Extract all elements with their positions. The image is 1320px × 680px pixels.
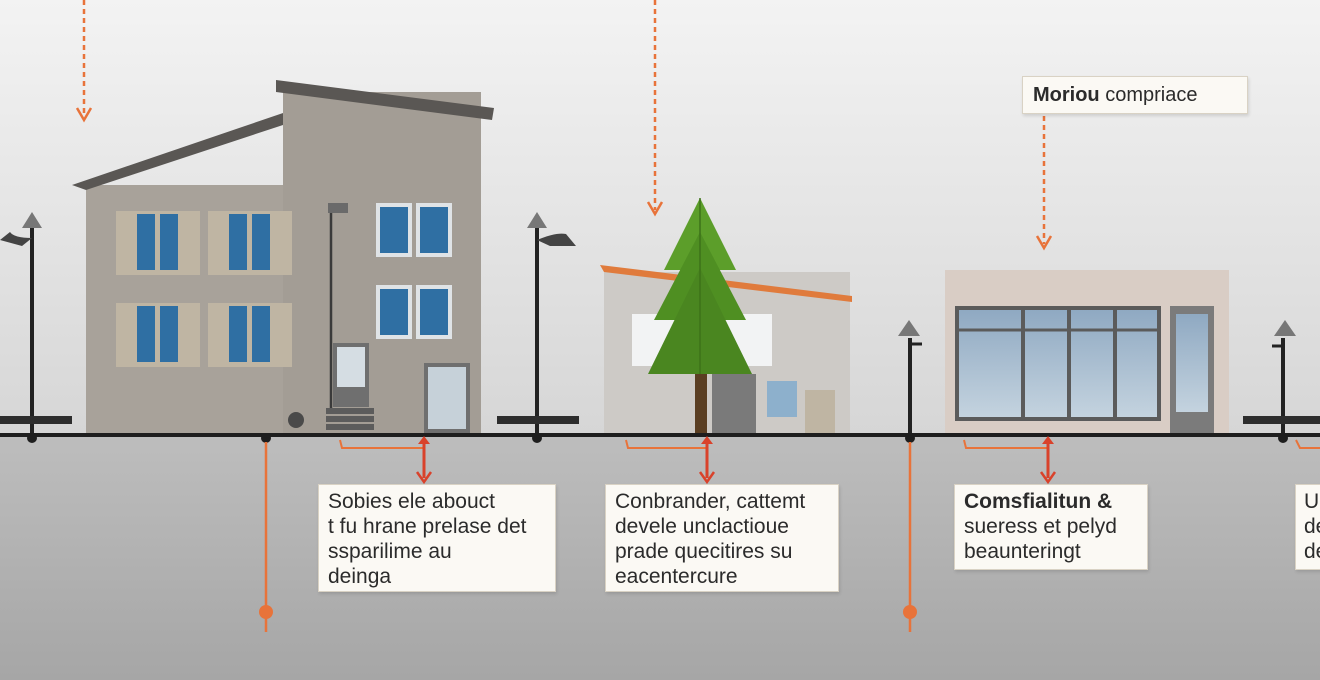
street-lamp-4 [1243, 320, 1320, 436]
callout-1-line-4: deinga [328, 565, 392, 588]
orange-probe-left [259, 442, 273, 632]
apartment-building [72, 80, 494, 433]
callout-1-line-1: Sobies ele abouct [328, 490, 495, 513]
callout-4-line-1: Ue [1304, 490, 1320, 513]
entrance-steps [326, 408, 374, 430]
callout-4-line-3: de [1304, 540, 1320, 563]
top-label: Moriou compriace [1022, 76, 1248, 114]
connector-1 [339, 436, 433, 485]
callout-2-line-2: devele unclactioue [615, 515, 789, 538]
callout-1-line-2: t fu hrane prelase det [328, 515, 527, 538]
dashed-arrow-left [75, 0, 93, 123]
callout-box-4: Ue de de [1295, 484, 1320, 570]
street-lamp-3 [898, 320, 922, 436]
pine-tree [648, 198, 752, 433]
callout-2-line-3: prade quecitires su [615, 540, 793, 563]
callout-2-line-1: Conbrander, cattemt [615, 490, 806, 513]
window-group-left [116, 211, 292, 367]
ground-line-nodes [27, 433, 1288, 443]
orange-probe-right [903, 442, 917, 632]
callout-box-1: Sobies ele abouct t fu hrane prelase det… [318, 484, 556, 592]
dashed-arrow-right [1035, 116, 1053, 251]
commercial-building [945, 270, 1229, 433]
callout-1-line-3: ssparilime au [328, 540, 452, 563]
connector-4 [1295, 439, 1320, 449]
callout-4-line-2: de [1304, 515, 1320, 538]
connector-2 [625, 436, 716, 485]
callout-box-2: Conbrander, cattemt devele unclactioue p… [605, 484, 839, 592]
dashed-arrow-center [646, 0, 664, 217]
top-label-bold: Moriou [1033, 84, 1100, 106]
callout-3-line-1: Comsfialitun & [964, 490, 1113, 513]
small-house [600, 265, 852, 433]
callout-box-3: Comsfialitun & sueress et pelyd beaunter… [954, 484, 1148, 570]
callout-2-line-4: eacentercure [615, 565, 738, 588]
street-lamp-1 [0, 212, 72, 436]
window-group-right [376, 203, 452, 339]
connector-3 [963, 436, 1057, 485]
street-lamp-2 [497, 212, 579, 436]
callout-3-line-2: sueress et pelyd [964, 515, 1117, 538]
top-label-rest: compriace [1099, 84, 1198, 106]
callout-3-line-3: beaunteringt [964, 540, 1081, 563]
